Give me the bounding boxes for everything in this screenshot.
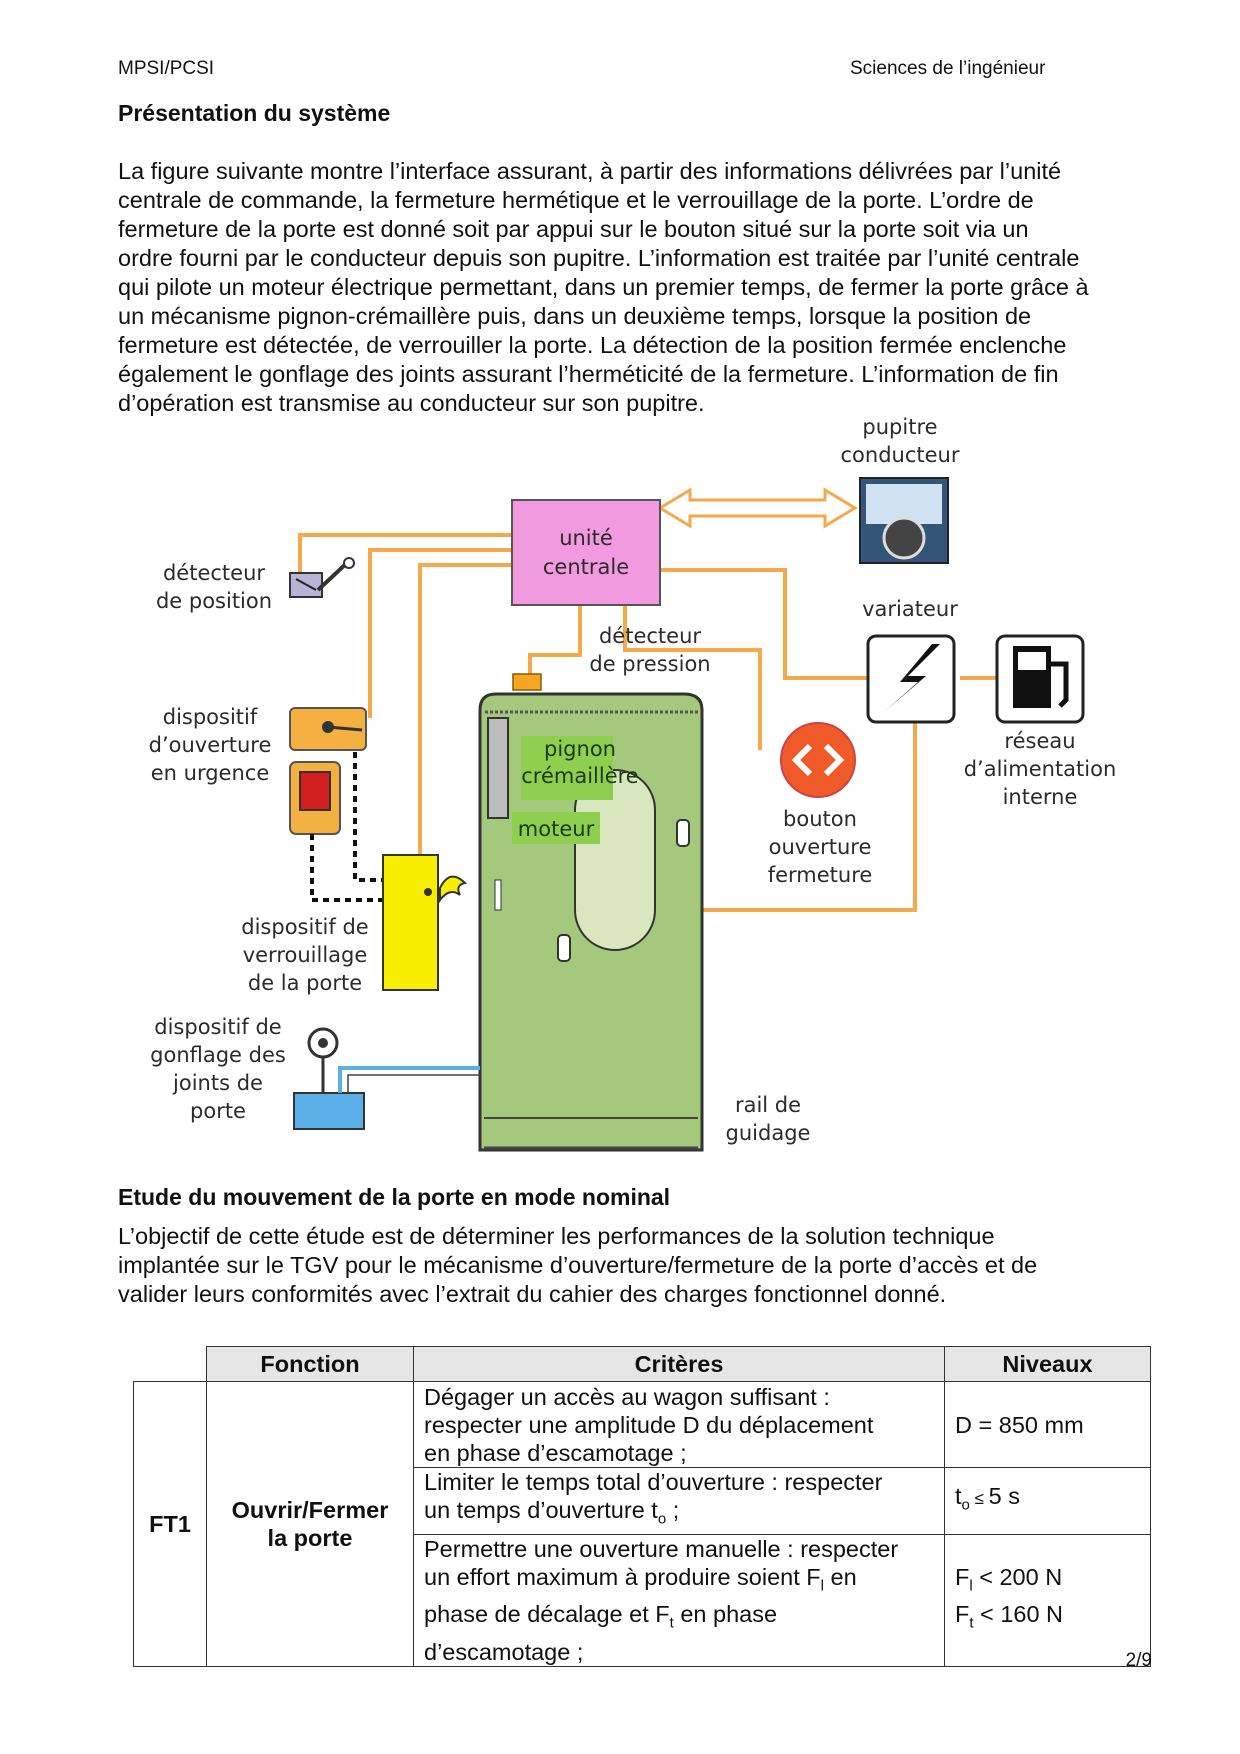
- label-en-urgence: en urgence: [151, 761, 270, 785]
- label-dispositif-verrouillage: dispositif de: [241, 915, 368, 939]
- label-conducteur: conducteur: [841, 443, 960, 467]
- label-de-position: de position: [156, 589, 272, 613]
- table-header-row: Fonction Critères Niveaux: [133, 1346, 1151, 1382]
- niveau-cell: to ≤ 5 s: [944, 1467, 1151, 1535]
- niveau-cell: D = 850 mm: [944, 1381, 1151, 1468]
- label-rail: rail de: [735, 1093, 801, 1117]
- label-pupitre: pupitre: [862, 415, 937, 439]
- etude-paragraph: L’objectif de cette étude est de détermi…: [118, 1223, 1038, 1307]
- label-unite: unité: [559, 526, 613, 550]
- label-reseau: réseau: [1004, 729, 1075, 753]
- label-joints-de: joints de: [172, 1071, 263, 1095]
- critere-cell: Dégager un accès au wagon suffisant : re…: [413, 1381, 945, 1468]
- label-de-la-porte: de la porte: [248, 971, 362, 995]
- pressure-sensor-icon: [512, 673, 542, 691]
- label-verrouillage: verrouillage: [243, 943, 368, 967]
- label-de-pression: de pression: [589, 652, 710, 676]
- label-interne: interne: [1003, 785, 1078, 809]
- label-pignon: pignon: [544, 737, 616, 761]
- emergency-handle-icon: [289, 707, 367, 835]
- label-cremaillere: crémaillère: [521, 764, 638, 788]
- critere-cell: Permettre une ouverture manuelle : respe…: [413, 1533, 945, 1668]
- fuel-pump-icon: [995, 634, 1085, 724]
- function-name: Ouvrir/Fermer la porte: [206, 1380, 414, 1668]
- label-fermeture: fermeture: [768, 863, 873, 887]
- cahier-des-charges-table: Fonction Critères Niveaux FT1 Ouvrir/Fer…: [133, 1346, 1151, 1668]
- presentation-paragraph: La figure suivante montre l’interface as…: [118, 158, 1089, 416]
- section-title-etude: Etude du mouvement de la porte en mode n…: [118, 1184, 671, 1210]
- open-close-button-icon: [780, 722, 856, 798]
- page-number: 2/9: [1125, 1650, 1152, 1671]
- communication-arrow: [657, 487, 858, 529]
- label-ouverture-urgence: d’ouverture: [149, 733, 272, 757]
- label-dispositif-urgence: dispositif: [163, 705, 258, 729]
- mechanical-link: [310, 752, 385, 902]
- table-row: Permettre une ouverture manuelle : respe…: [134, 1533, 1151, 1668]
- door-lock-icon: [382, 854, 468, 991]
- label-alimentation: d’alimentation: [964, 757, 1117, 781]
- critere-cell: Limiter le temps total d’ouverture : res…: [413, 1467, 945, 1535]
- header-criteres: Critères: [413, 1346, 945, 1382]
- lightning-icon: [866, 634, 956, 724]
- label-gonflage-des: gonflage des: [150, 1043, 286, 1067]
- unite-centrale-box: [511, 499, 661, 606]
- label-ouverture: ouverture: [769, 835, 872, 859]
- section-title-presentation: Présentation du système: [118, 100, 391, 126]
- label-detecteur-position: détecteur: [163, 561, 265, 585]
- label-porte: porte: [190, 1099, 246, 1123]
- label-bouton: bouton: [783, 807, 857, 831]
- header-niveaux: Niveaux: [944, 1346, 1151, 1382]
- pupitre-icon: [859, 477, 949, 564]
- function-id: FT1: [133, 1380, 207, 1668]
- niveau-cell: Fl < 200 N Ft < 160 N: [944, 1533, 1151, 1668]
- label-centrale: centrale: [543, 555, 629, 579]
- position-sensor-icon: [289, 557, 355, 598]
- header-fonction: Fonction: [206, 1346, 414, 1382]
- door-illustration: [478, 692, 704, 1152]
- table-row: FT1 Ouvrir/Fermer la porte Dégager un ac…: [133, 1380, 1151, 1668]
- inflation-device-icon: [293, 1027, 480, 1130]
- label-detecteur-pression: détecteur: [599, 624, 701, 648]
- header-subject: Sciences de l’ingénieur: [850, 58, 1046, 79]
- label-variateur: variateur: [862, 597, 958, 621]
- label-guidage: guidage: [726, 1121, 811, 1145]
- label-moteur: moteur: [518, 817, 595, 841]
- header-course: MPSI/PCSI: [118, 58, 215, 79]
- label-dispositif-gonflage: dispositif de: [154, 1015, 281, 1039]
